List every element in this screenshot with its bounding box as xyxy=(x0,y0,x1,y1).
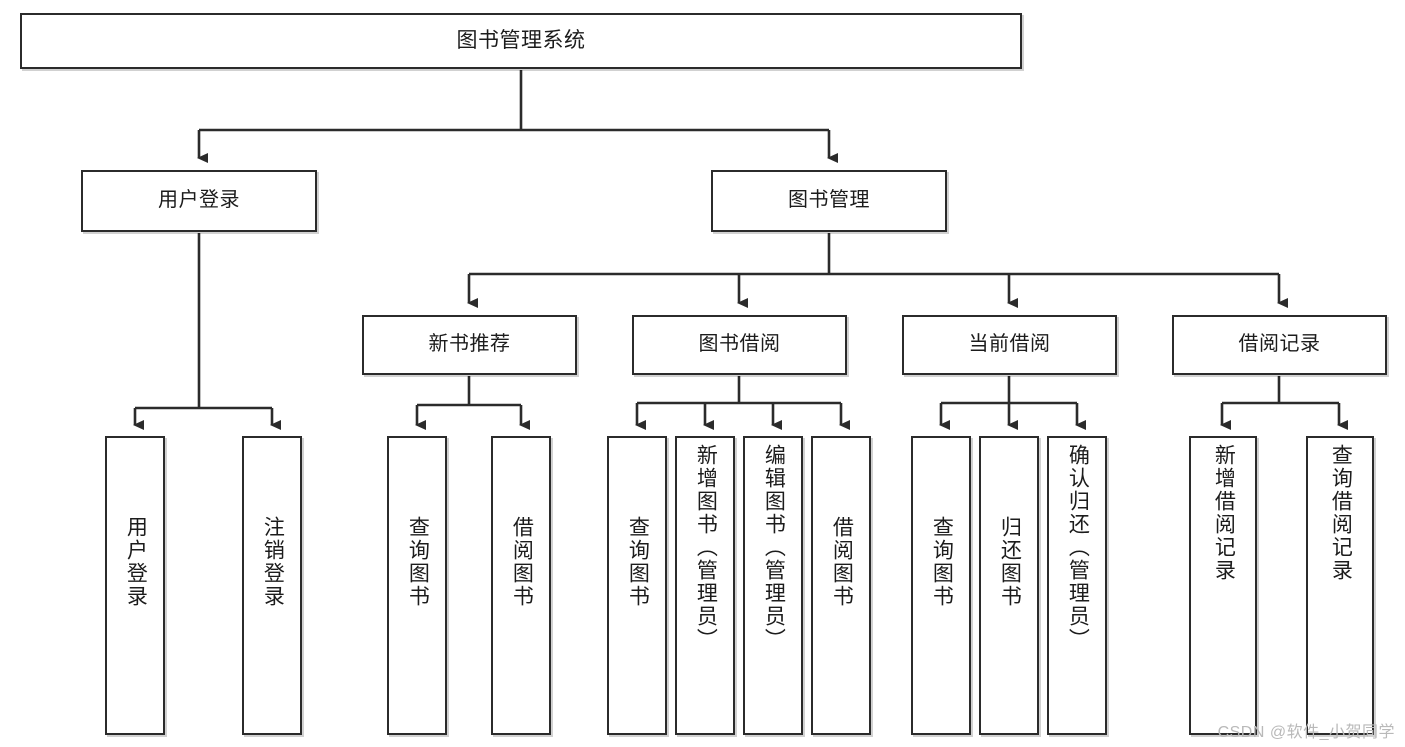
leaf-borrow-record-add-label: 新增借阅记录 xyxy=(1212,444,1236,582)
leaf-current-borrow-return[interactable]: 归还图书 xyxy=(979,436,1039,735)
leaf-new-book-borrow[interactable]: 借阅图书 xyxy=(491,436,551,735)
node-book-borrow[interactable]: 图书借阅 xyxy=(632,315,847,375)
leaf-user-login-logout[interactable]: 注销登录 xyxy=(242,436,302,735)
node-user-login[interactable]: 用户登录 xyxy=(81,170,317,232)
leaf-user-login-logout-label: 注销登录 xyxy=(261,516,285,608)
leaf-book-borrow-edit-label: 编辑图书（管理员） xyxy=(762,444,786,651)
leaf-book-borrow-query-label: 查询图书 xyxy=(626,516,650,608)
leaf-book-borrow-add[interactable]: 新增图书（管理员） xyxy=(675,436,735,735)
leaf-user-login-login-label: 用户登录 xyxy=(124,516,148,608)
node-book-borrow-label: 图书借阅 xyxy=(698,333,781,356)
leaf-new-book-query-label: 查询图书 xyxy=(406,516,430,608)
leaf-book-borrow-borrow[interactable]: 借阅图书 xyxy=(811,436,871,735)
node-root-label: 图书管理系统 xyxy=(456,28,586,52)
node-root[interactable]: 图书管理系统 xyxy=(20,13,1022,69)
node-borrow-record[interactable]: 借阅记录 xyxy=(1172,315,1387,375)
node-current-borrow-label: 当前借阅 xyxy=(968,333,1051,356)
leaf-new-book-borrow-label: 借阅图书 xyxy=(510,516,534,608)
leaf-current-borrow-confirm[interactable]: 确认归还（管理员） xyxy=(1047,436,1107,735)
watermark: CSDN @软件_小贺同学 xyxy=(1217,724,1395,741)
node-user-login-label: 用户登录 xyxy=(158,189,240,212)
leaf-borrow-record-query-label: 查询借阅记录 xyxy=(1329,444,1353,582)
node-current-borrow[interactable]: 当前借阅 xyxy=(902,315,1117,375)
leaf-borrow-record-add[interactable]: 新增借阅记录 xyxy=(1189,436,1257,735)
leaf-book-borrow-query[interactable]: 查询图书 xyxy=(607,436,667,735)
leaf-current-borrow-query-label: 查询图书 xyxy=(930,516,954,608)
leaf-current-borrow-query[interactable]: 查询图书 xyxy=(911,436,971,735)
node-new-book-recommend[interactable]: 新书推荐 xyxy=(362,315,577,375)
node-book-management-label: 图书管理 xyxy=(788,189,870,212)
leaf-borrow-record-query[interactable]: 查询借阅记录 xyxy=(1306,436,1374,735)
leaf-book-borrow-borrow-label: 借阅图书 xyxy=(830,516,854,608)
leaf-current-borrow-return-label: 归还图书 xyxy=(998,516,1022,608)
leaf-new-book-query[interactable]: 查询图书 xyxy=(387,436,447,735)
node-new-book-recommend-label: 新书推荐 xyxy=(428,333,511,356)
leaf-user-login-login[interactable]: 用户登录 xyxy=(105,436,165,735)
node-borrow-record-label: 借阅记录 xyxy=(1238,333,1321,356)
node-book-management[interactable]: 图书管理 xyxy=(711,170,947,232)
leaf-book-borrow-add-label: 新增图书（管理员） xyxy=(694,444,718,651)
leaf-current-borrow-confirm-label: 确认归还（管理员） xyxy=(1066,444,1090,651)
leaf-book-borrow-edit[interactable]: 编辑图书（管理员） xyxy=(743,436,803,735)
